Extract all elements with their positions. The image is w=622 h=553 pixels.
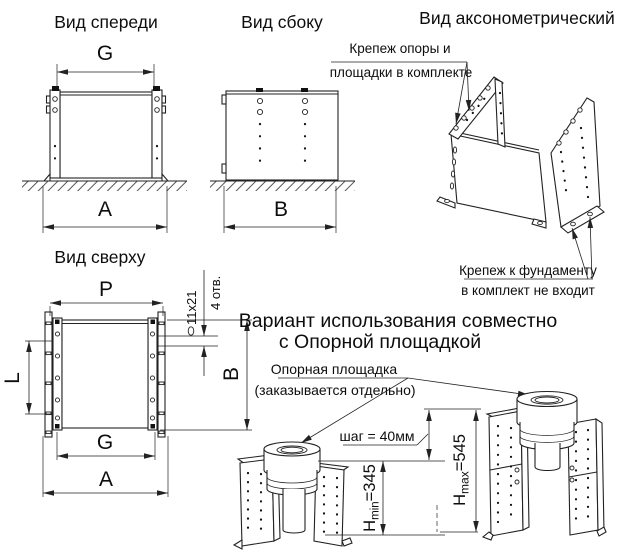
top-view-title: Вид сверху — [54, 247, 145, 267]
leader-line — [587, 216, 594, 280]
front-view-title: Вид спереди — [54, 12, 158, 32]
hmax-value: =545 — [451, 434, 469, 471]
front-view: Вид спереди G A — [22, 12, 187, 233]
leader-line — [571, 227, 589, 280]
step-label: шаг = 40мм — [340, 428, 415, 444]
ground-hatch — [210, 181, 355, 191]
callout-platform-line1: Опорная площадка — [271, 361, 398, 377]
dim-label-hmax: Hmax=545 — [451, 434, 472, 506]
callout-hardware-included-line1: Крепеж опоры и — [349, 41, 450, 56]
slot-size-label: 11х21 — [184, 291, 199, 325]
callout-platform-line2: (заказывается отдельно) — [254, 382, 415, 398]
hmax-subscript: max — [458, 471, 472, 494]
assembly-min-right-plate — [313, 465, 345, 547]
axon-back-panel — [450, 133, 547, 223]
side-panel — [225, 90, 339, 181]
usage-heading-line2: с Опорной площадкой — [279, 331, 481, 353]
axon-right-plate — [550, 97, 601, 228]
dim-label-b-top: B — [220, 367, 243, 381]
callout-hardware-excluded-line2: в комплект не входит — [461, 283, 595, 298]
hmax-symbol: H — [451, 494, 469, 506]
dim-label-p: P — [99, 278, 113, 301]
callout-hardware-excluded: Крепеж к фундаменту в комплект не входит — [459, 216, 597, 298]
hmin-subscript: min — [370, 501, 382, 520]
dim-label-a-front: A — [98, 198, 112, 221]
bracket-left-plate — [49, 89, 61, 179]
callout-hardware-excluded-line1: Крепеж к фундаменту — [459, 263, 597, 278]
leader-line — [300, 377, 409, 444]
leader-line — [407, 377, 530, 397]
callout-hardware-included: Крепеж опоры и площадки в комплекте — [330, 41, 473, 125]
assembly-max-left-plate — [488, 410, 524, 537]
hmin-value: =345 — [361, 464, 379, 501]
ground-hatch — [22, 181, 187, 191]
top-back-panel — [61, 319, 149, 429]
usage-variant-section: Вариант использования совместно с Опорно… — [239, 310, 558, 444]
bracket-right-plate — [151, 89, 163, 179]
assembly-min — [232, 441, 353, 550]
assembly-max — [436, 390, 607, 541]
dim-label-a-top: A — [99, 468, 113, 491]
slot-symbol — [187, 326, 195, 336]
callout-hardware-included-line2: площадки в комплекте — [330, 65, 473, 80]
dim-label-g-top: G — [97, 431, 113, 454]
leader-line — [455, 61, 468, 125]
dim-label-g-front: G — [97, 42, 113, 65]
height-dimensions: шаг = 40мм Hmin=345 Hmax=545 — [318, 408, 481, 536]
usage-heading-line1: Вариант использования совместно — [239, 310, 558, 332]
slot-count-label: 4 отв. — [208, 276, 223, 310]
side-view: Вид сбоку B — [210, 12, 355, 233]
axonometric-view-title: Вид аксонометрический — [419, 8, 615, 28]
leader-line — [465, 61, 472, 112]
top-left-strip — [44, 311, 53, 438]
axon-right-foot-flange — [560, 205, 605, 234]
side-view-title: Вид сбоку — [241, 12, 323, 32]
dim-label-b-side: B — [274, 198, 288, 221]
hmin-symbol: H — [361, 520, 379, 532]
step-leader — [416, 433, 429, 446]
dim-label-l: L — [1, 372, 24, 384]
top-view: Вид сверху 11х21 4 отв. P — [1, 247, 252, 497]
bracket-back-panel — [59, 91, 153, 179]
dim-label-hmin: Hmin=345 — [361, 464, 382, 532]
top-right-strip — [157, 311, 166, 438]
axonometric-view: Вид аксонометрический Крепеж опоры и — [330, 8, 615, 298]
callout-platform: Опорная площадка (заказывается отдельно) — [254, 361, 530, 444]
